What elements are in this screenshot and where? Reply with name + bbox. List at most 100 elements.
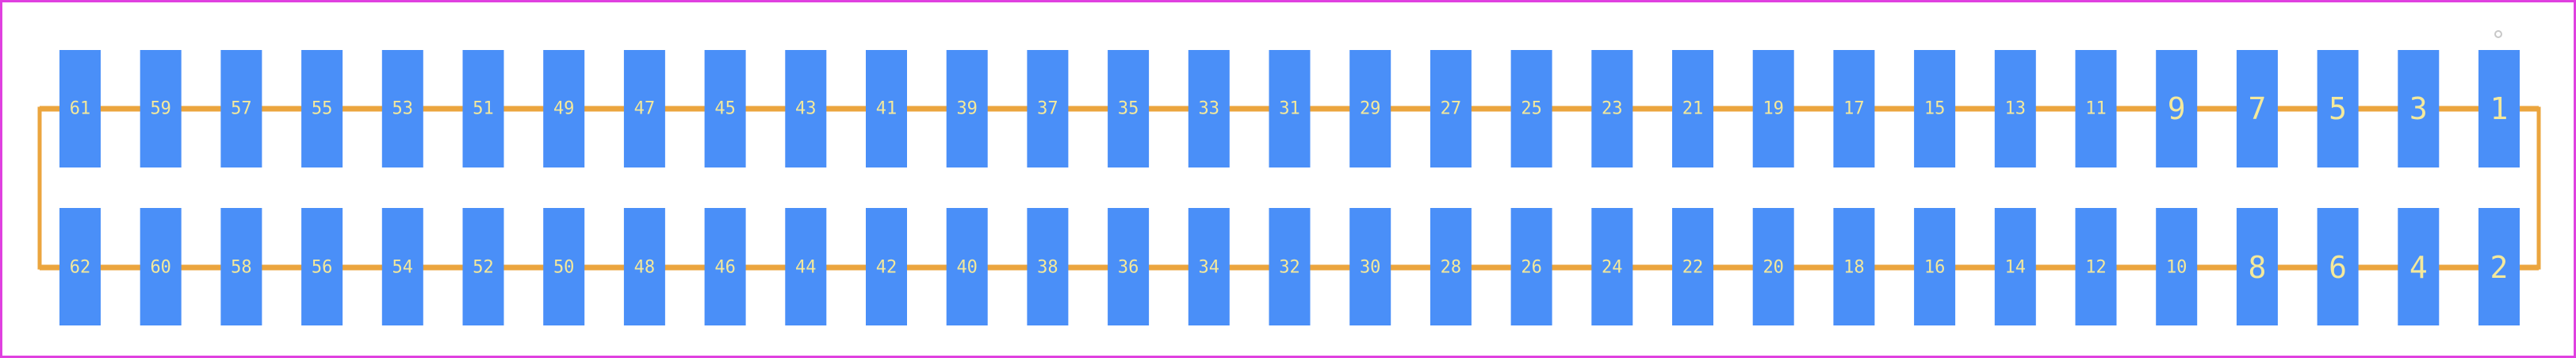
pin-number-label: 32	[1279, 258, 1300, 278]
pad-38: 38	[1027, 208, 1069, 325]
pad-rect	[301, 50, 343, 167]
pad-rect	[140, 208, 182, 325]
pad-rect	[543, 208, 585, 325]
pad-8: 8	[2236, 208, 2278, 325]
pad-rect	[2075, 208, 2117, 325]
pin-number-label: 16	[1924, 258, 1946, 278]
pad-26: 26	[1510, 208, 1552, 325]
pad-62: 62	[59, 208, 101, 325]
pad-rect	[1591, 208, 1633, 325]
pin-number-label: 6	[2329, 250, 2347, 285]
pad-rect	[462, 208, 504, 325]
pad-49: 49	[543, 50, 585, 167]
pad-35: 35	[1108, 50, 1150, 167]
pad-4: 4	[2398, 208, 2440, 325]
pad-rect	[462, 50, 504, 167]
pad-28: 28	[1430, 208, 1472, 325]
pin-number-label: 4	[2409, 250, 2428, 285]
pad-47: 47	[623, 50, 665, 167]
pin1-marker-dot	[2494, 30, 2502, 38]
pad-7: 7	[2236, 50, 2278, 167]
pad-44: 44	[785, 208, 827, 325]
pin-number-label: 12	[2085, 258, 2107, 278]
pad-5: 5	[2317, 50, 2359, 167]
pad-rect	[1510, 208, 1552, 325]
pin-number-label: 31	[1279, 99, 1300, 119]
pad-rect	[1027, 50, 1069, 167]
pad-57: 57	[220, 50, 262, 167]
pin-number-label: 51	[473, 99, 494, 119]
pad-rect	[623, 50, 665, 167]
pin-number-label: 37	[1037, 99, 1058, 119]
pad-rect	[2478, 208, 2520, 325]
pad-rect	[2317, 208, 2359, 325]
pin-number-label: 5	[2329, 91, 2347, 126]
pin-number-label: 27	[1441, 99, 1462, 119]
pad-2: 2	[2478, 208, 2520, 325]
pad-60: 60	[140, 208, 182, 325]
pad-31: 31	[1269, 50, 1311, 167]
pad-1: 1	[2478, 50, 2520, 167]
pad-11: 11	[2075, 50, 2117, 167]
pad-rect	[381, 208, 423, 325]
pad-rect	[1752, 50, 1794, 167]
pin-number-label: 20	[1763, 258, 1784, 278]
pin-number-label: 44	[795, 258, 817, 278]
pad-rect	[866, 50, 907, 167]
pad-9: 9	[2156, 50, 2198, 167]
pin-number-label: 24	[1602, 258, 1623, 278]
pad-rect	[1833, 50, 1875, 167]
pad-24: 24	[1591, 208, 1633, 325]
pin-number-label: 26	[1521, 258, 1542, 278]
pad-rect	[1430, 208, 1472, 325]
pin-number-label: 17	[1843, 99, 1865, 119]
pad-46: 46	[704, 208, 746, 325]
pad-rect	[704, 50, 746, 167]
pad-32: 32	[1269, 208, 1311, 325]
pin-number-label: 47	[634, 99, 656, 119]
pad-37: 37	[1027, 50, 1069, 167]
pin-number-label: 23	[1602, 99, 1623, 119]
pad-rect	[1269, 208, 1311, 325]
pin-number-label: 21	[1682, 99, 1704, 119]
pad-rect	[1591, 50, 1633, 167]
pad-rect	[1752, 208, 1794, 325]
pad-58: 58	[220, 208, 262, 325]
pad-rect	[59, 208, 101, 325]
pad-6: 6	[2317, 208, 2359, 325]
pad-rect	[381, 50, 423, 167]
pad-42: 42	[866, 208, 907, 325]
pad-rect	[1994, 208, 2036, 325]
pad-52: 52	[462, 208, 504, 325]
pad-rect	[543, 50, 585, 167]
pad-rect	[946, 208, 988, 325]
pad-17: 17	[1833, 50, 1875, 167]
pin-number-label: 22	[1682, 258, 1704, 278]
pad-rect	[1430, 50, 1472, 167]
pin-number-label: 58	[231, 258, 252, 278]
pad-55: 55	[301, 50, 343, 167]
pin-number-label: 60	[150, 258, 171, 278]
pad-22: 22	[1672, 208, 1713, 325]
pad-rect	[1349, 208, 1391, 325]
pad-40: 40	[946, 208, 988, 325]
pad-rect	[2236, 208, 2278, 325]
pin-number-label: 2	[2490, 250, 2509, 285]
pin-number-label: 62	[70, 258, 91, 278]
pin-number-label: 29	[1360, 99, 1381, 119]
pad-rect	[1914, 208, 1956, 325]
pin-number-label: 10	[2166, 258, 2187, 278]
pad-rect	[220, 50, 262, 167]
pad-rect	[1914, 50, 1956, 167]
pin-number-label: 57	[231, 99, 252, 119]
pad-rect	[2317, 50, 2359, 167]
pin-number-label: 28	[1441, 258, 1462, 278]
pad-rect	[2478, 50, 2520, 167]
pad-rect	[59, 50, 101, 167]
pin-number-label: 42	[876, 258, 898, 278]
pad-rect	[2398, 208, 2440, 325]
pin-number-label: 8	[2248, 250, 2266, 285]
pin-number-label: 34	[1199, 258, 1220, 278]
